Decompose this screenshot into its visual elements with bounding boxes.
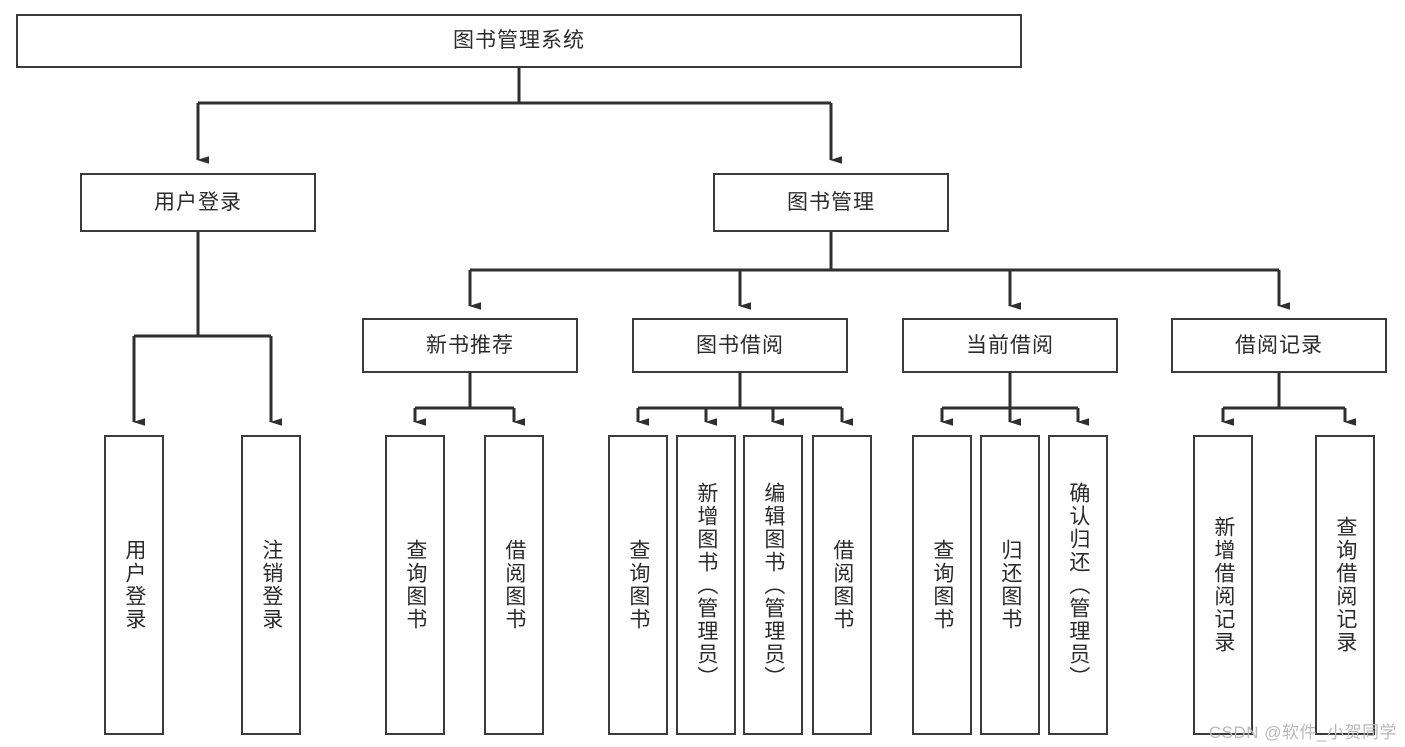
leaf-query-book-newbook[interactable]: 查询图书 [385, 435, 445, 735]
leaf-query-book-current[interactable]: 查询图书 [912, 435, 972, 735]
node-user-login-label: 用户登录 [154, 190, 242, 214]
leaf-query-book-newbook-label: 查询图书 [403, 539, 427, 631]
node-new-book-recommend[interactable]: 新书推荐 [362, 318, 578, 373]
node-book-management[interactable]: 图书管理 [713, 173, 949, 232]
leaf-borrow-book-newbook-label: 借阅图书 [502, 539, 526, 631]
leaf-borrow-book[interactable]: 借阅图书 [812, 435, 872, 735]
node-current-borrow-label: 当前借阅 [966, 333, 1054, 357]
leaf-query-book-borrow[interactable]: 查询图书 [608, 435, 668, 735]
node-borrow-records-label: 借阅记录 [1235, 333, 1323, 357]
leaf-confirm-return-admin-label: 确认归还（管理员） [1066, 481, 1090, 689]
leaf-add-borrow-record[interactable]: 新增借阅记录 [1193, 435, 1253, 735]
node-user-login[interactable]: 用户登录 [80, 173, 316, 232]
leaf-return-book[interactable]: 归还图书 [980, 435, 1040, 735]
leaf-add-book-admin[interactable]: 新增图书（管理员） [676, 435, 736, 735]
leaf-return-book-label: 归还图书 [998, 539, 1022, 631]
leaf-logout[interactable]: 注销登录 [241, 435, 301, 735]
leaf-borrow-book-newbook[interactable]: 借阅图书 [484, 435, 544, 735]
node-book-borrow[interactable]: 图书借阅 [632, 318, 848, 373]
leaf-add-book-admin-label: 新增图书（管理员） [694, 481, 718, 689]
node-new-book-recommend-label: 新书推荐 [426, 333, 514, 357]
leaf-query-borrow-record[interactable]: 查询借阅记录 [1315, 435, 1375, 735]
leaf-user-login-label: 用户登录 [122, 539, 146, 631]
node-book-management-label: 图书管理 [787, 190, 875, 214]
node-current-borrow[interactable]: 当前借阅 [902, 318, 1118, 373]
leaf-edit-book-admin-label: 编辑图书（管理员） [761, 481, 785, 689]
node-root[interactable]: 图书管理系统 [16, 14, 1022, 68]
node-borrow-records[interactable]: 借阅记录 [1171, 318, 1387, 373]
leaf-add-borrow-record-label: 新增借阅记录 [1211, 516, 1235, 654]
leaf-confirm-return-admin[interactable]: 确认归还（管理员） [1048, 435, 1108, 735]
leaf-borrow-book-label: 借阅图书 [830, 539, 854, 631]
leaf-edit-book-admin[interactable]: 编辑图书（管理员） [743, 435, 803, 735]
leaf-logout-label: 注销登录 [259, 539, 283, 631]
leaf-query-book-current-label: 查询图书 [930, 539, 954, 631]
leaf-query-borrow-record-label: 查询借阅记录 [1333, 516, 1357, 654]
leaf-query-book-borrow-label: 查询图书 [626, 539, 650, 631]
leaf-user-login[interactable]: 用户登录 [104, 435, 164, 735]
node-root-label: 图书管理系统 [453, 29, 585, 53]
node-book-borrow-label: 图书借阅 [696, 333, 784, 357]
